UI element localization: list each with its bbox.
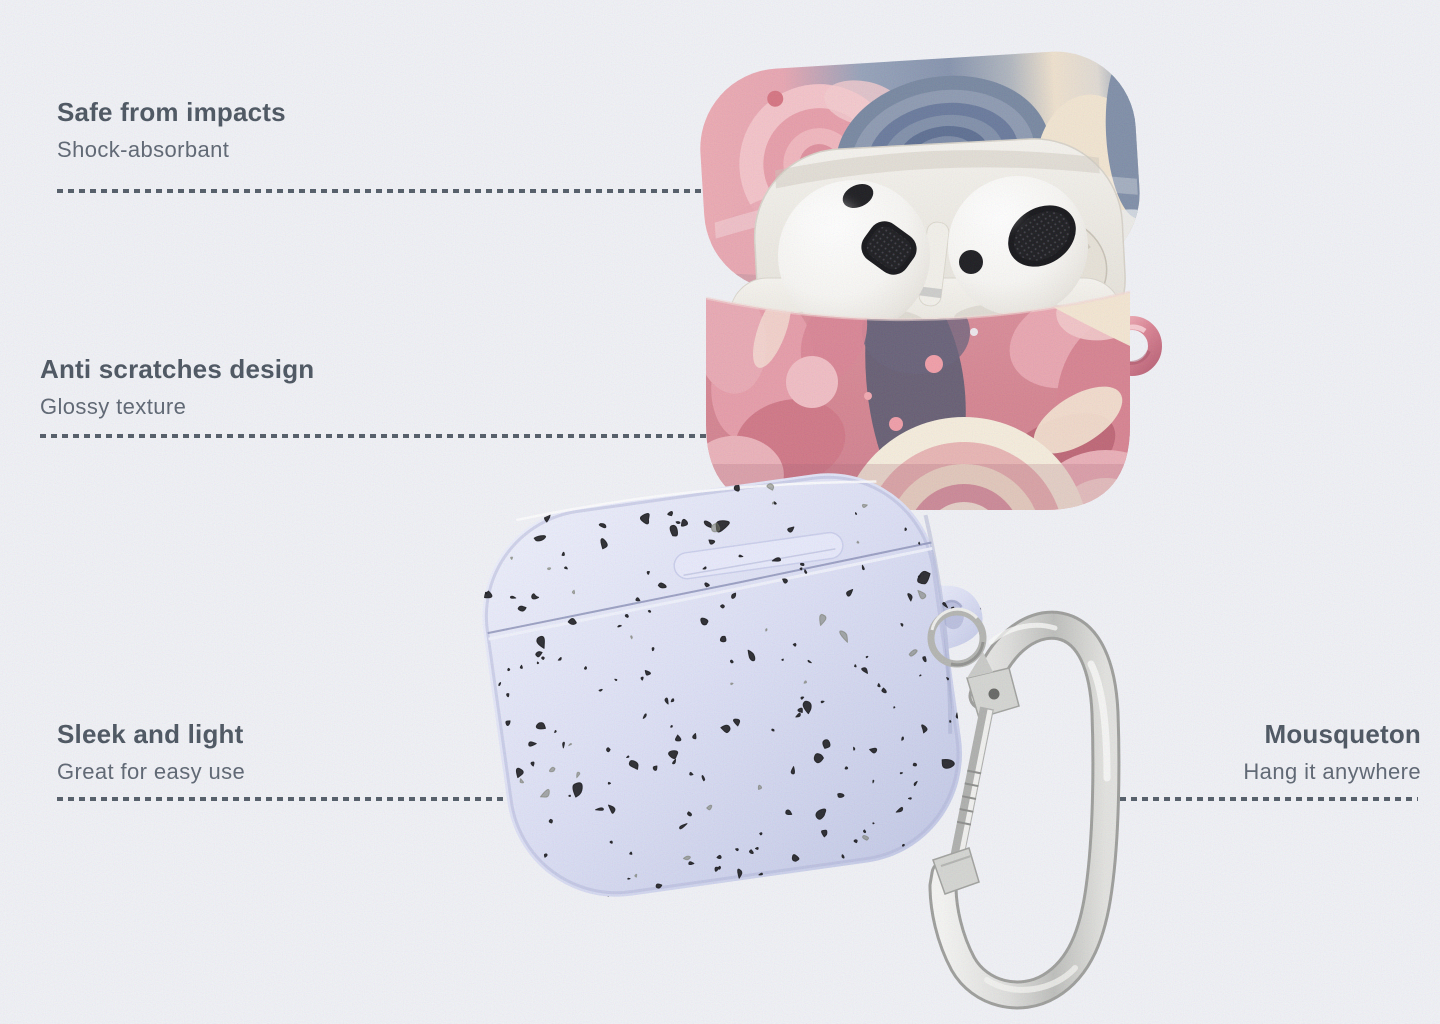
feature-carabiner-subtitle: Hang it anywhere	[1243, 759, 1421, 785]
feature-sleek-title: Sleek and light	[57, 719, 244, 749]
feature-carabiner-title: Mousqueton	[1264, 719, 1421, 749]
feature-impacts-subtitle: Shock-absorbant	[57, 137, 230, 163]
dotted-connector-impacts	[57, 189, 701, 193]
feature-scratches-subtitle: Glossy texture	[40, 394, 187, 420]
feature-scratches: Anti scratches design Glossy texture	[40, 354, 314, 421]
carabiner-gate	[932, 652, 1020, 895]
split-ring	[927, 607, 987, 668]
feature-carabiner: Mousqueton Hang it anywhere	[1243, 719, 1421, 786]
earbud-left	[778, 180, 930, 332]
feature-impacts: Safe from impacts Shock-absorbant	[57, 97, 286, 164]
feature-sleek: Sleek and light Great for easy use	[57, 719, 245, 786]
carabiner-illustration	[927, 607, 1121, 1010]
feature-sleek-subtitle: Great for easy use	[57, 759, 246, 785]
feature-impacts-title: Safe from impacts	[57, 97, 286, 127]
earbud-right	[948, 176, 1088, 316]
feature-scratches-title: Anti scratches design	[40, 354, 315, 384]
dotted-connector-carabiner	[1120, 797, 1418, 801]
silver-carabiner-clip	[895, 578, 1145, 1023]
